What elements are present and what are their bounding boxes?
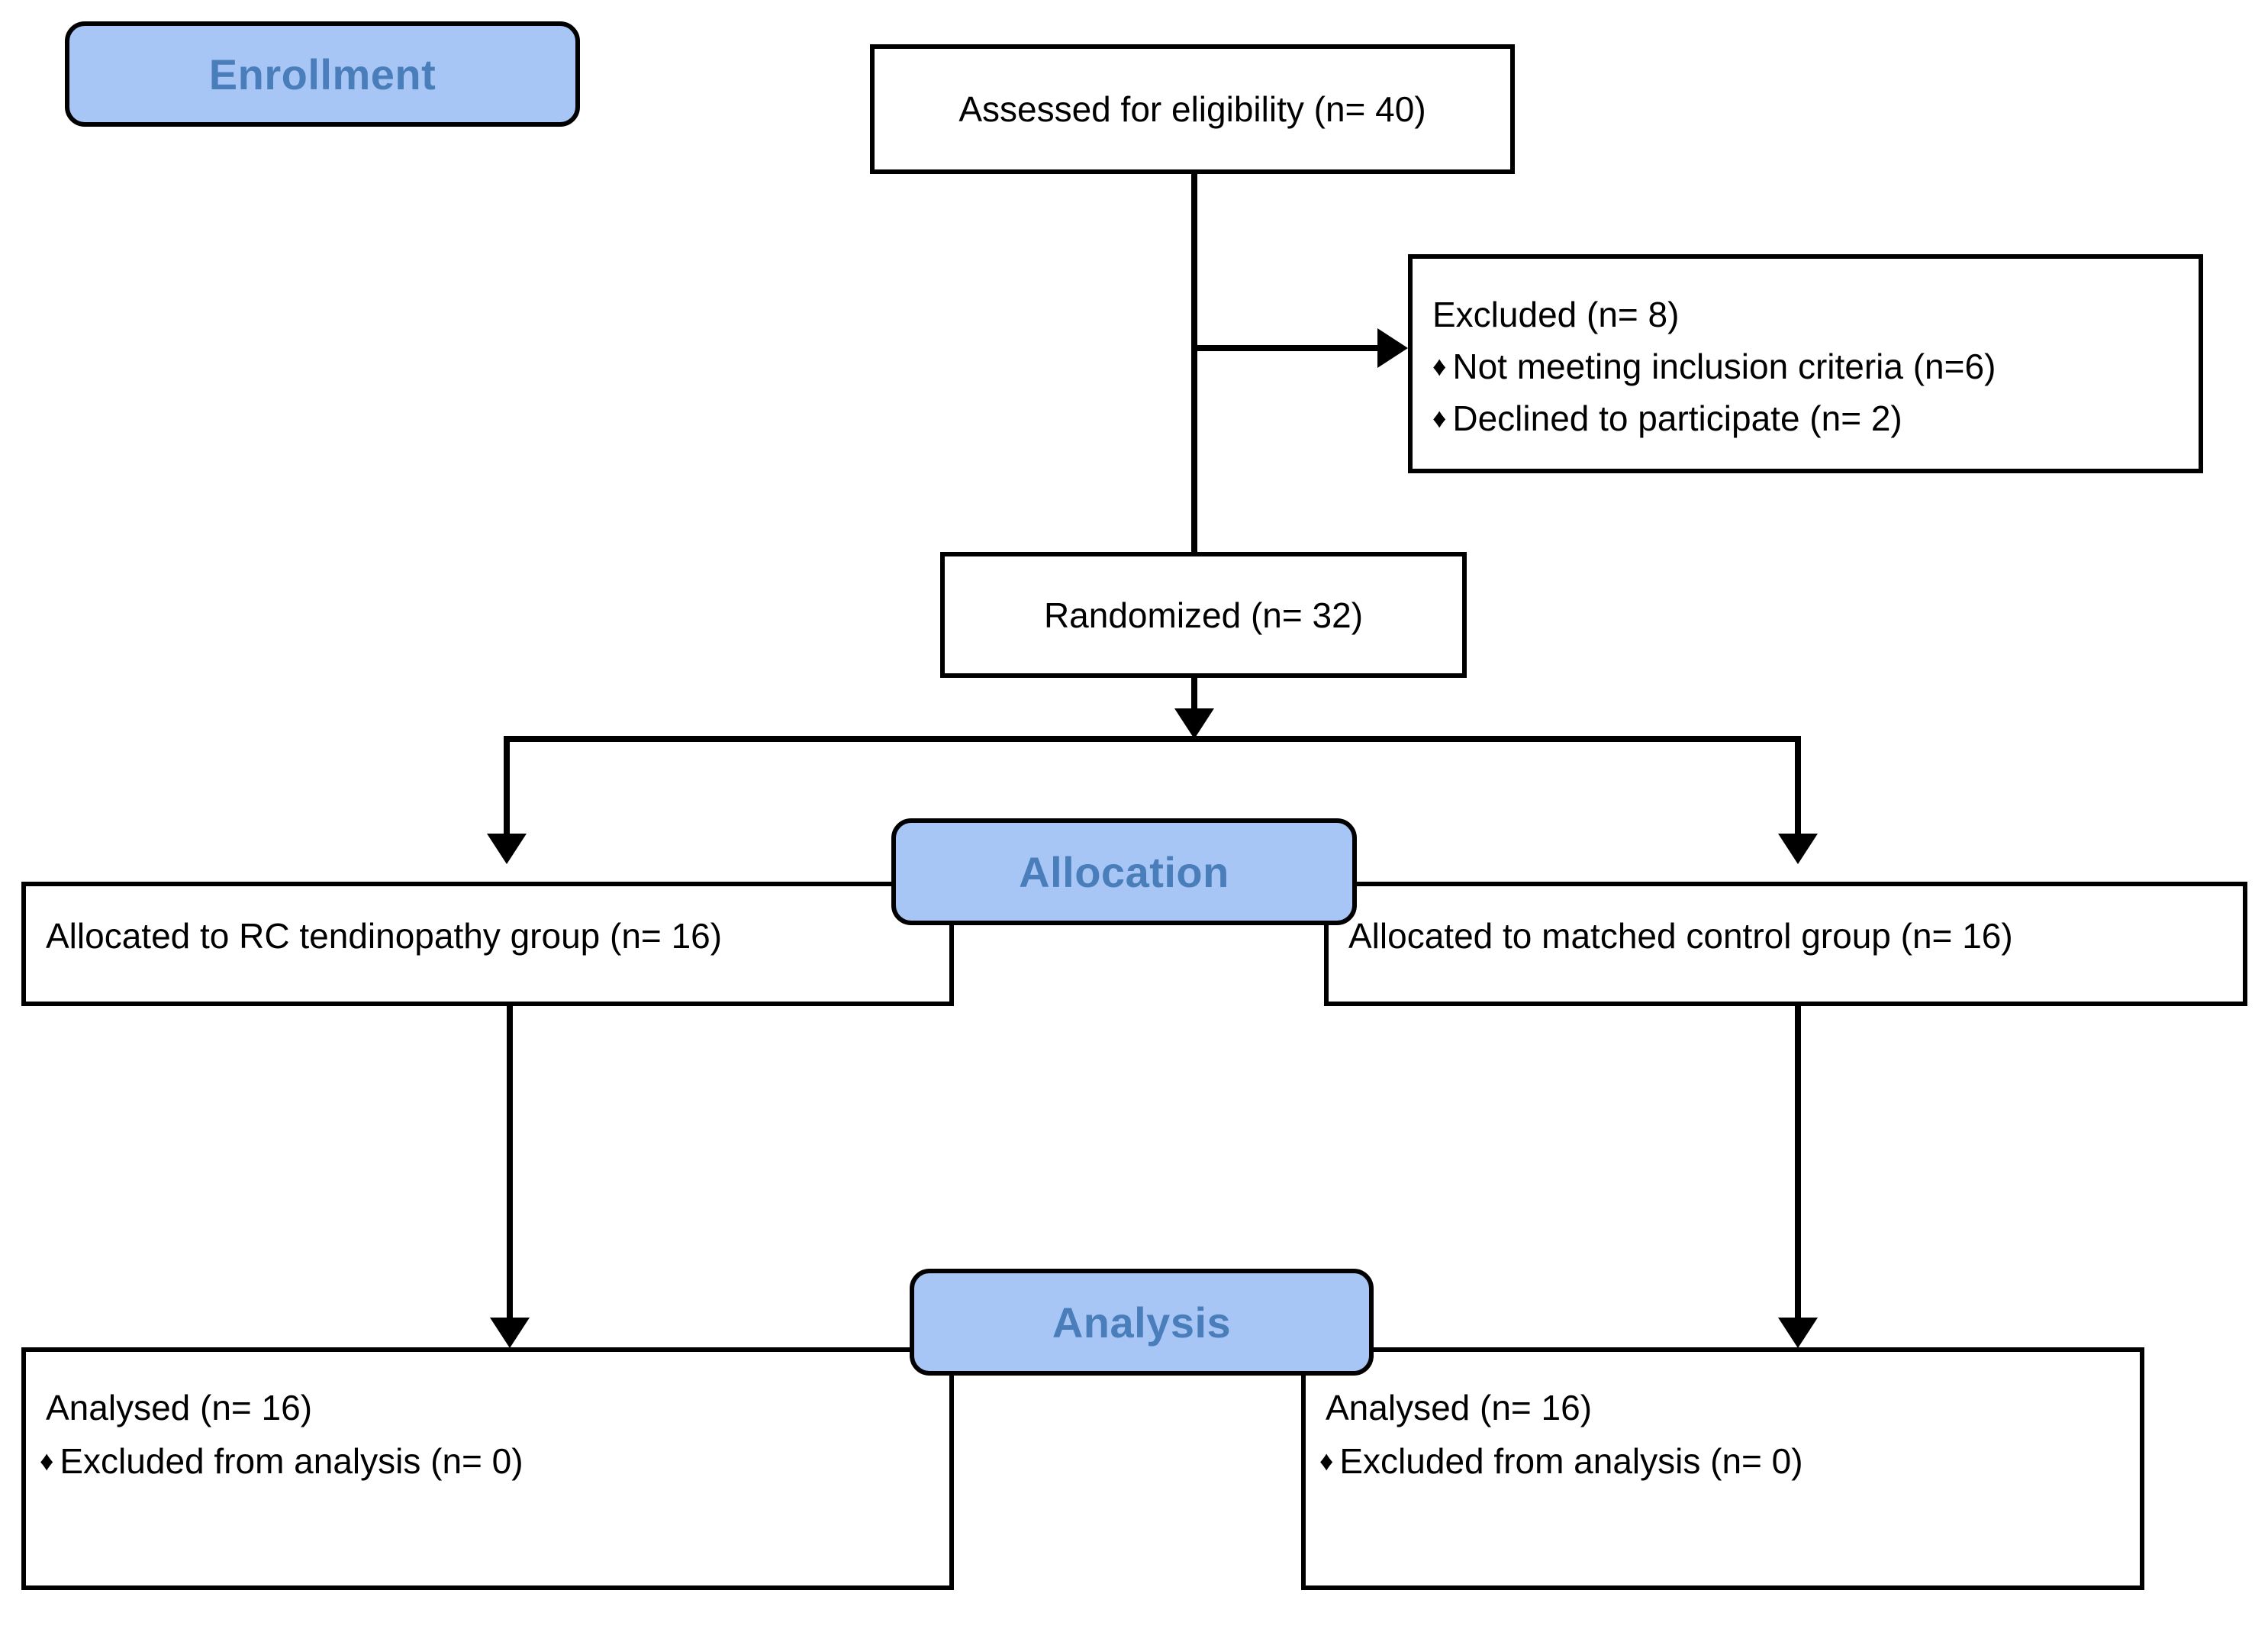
node-excluded-bullet-1: ♦Not meeting inclusion criteria (n=6) xyxy=(1413,343,2199,391)
bullet-icon: ♦ xyxy=(40,1445,54,1476)
node-randomized: Randomized (n= 32) xyxy=(940,552,1467,678)
node-analysed-right-bullet-1: ♦Excluded from analysis (n= 0) xyxy=(1306,1437,2140,1485)
node-analysed-left-bullet-1: ♦Excluded from analysis (n= 0) xyxy=(26,1437,949,1485)
node-analysed-left-heading: Analysed (n= 16) xyxy=(46,1388,313,1427)
arrow-down-icon xyxy=(487,834,527,864)
node-excluded-bullet-1-text: Not meeting inclusion criteria (n=6) xyxy=(1452,347,1996,386)
node-analysed-rc-tendinopathy: Analysed (n= 16) ♦Excluded from analysis… xyxy=(21,1347,954,1590)
connector-split-bar xyxy=(504,736,1801,742)
arrow-down-icon xyxy=(1174,708,1214,739)
stage-badge-enrollment: Enrollment xyxy=(65,21,580,127)
stage-badge-analysis-label: Analysis xyxy=(1052,1298,1232,1347)
stage-badge-allocation-label: Allocation xyxy=(1019,847,1229,896)
stage-badge-analysis: Analysis xyxy=(910,1269,1374,1376)
node-excluded-heading: Excluded (n= 8) xyxy=(1432,295,1680,334)
node-analysed-right-heading: Analysed (n= 16) xyxy=(1326,1388,1593,1427)
node-analysed-matched-control: Analysed (n= 16) ♦Excluded from analysis… xyxy=(1301,1347,2144,1590)
node-randomized-text: Randomized (n= 32) xyxy=(1043,595,1364,635)
connector-left-allocation-to-analysis xyxy=(507,1006,513,1321)
bullet-icon: ♦ xyxy=(1432,350,1447,382)
connector-right-allocation-to-analysis xyxy=(1795,1006,1801,1321)
node-allocated-matched-control: Allocated to matched control group (n= 1… xyxy=(1324,882,2247,1006)
node-excluded-bullet-2: ♦Declined to participate (n= 2) xyxy=(1413,395,2199,443)
connector-assessed-to-randomized xyxy=(1191,174,1197,568)
arrow-down-icon xyxy=(1778,834,1818,864)
arrow-down-icon xyxy=(1778,1318,1818,1348)
arrow-down-icon xyxy=(490,1318,530,1348)
node-allocated-left-text: Allocated to RC tendinopathy group (n= 1… xyxy=(46,916,723,956)
node-allocated-right-text: Allocated to matched control group (n= 1… xyxy=(1348,916,2013,956)
arrow-right-icon xyxy=(1377,328,1408,368)
node-analysed-left-bullet-1-text: Excluded from analysis (n= 0) xyxy=(60,1441,524,1481)
bullet-icon: ♦ xyxy=(1319,1445,1334,1476)
node-analysed-right-bullet-1-text: Excluded from analysis (n= 0) xyxy=(1339,1441,1803,1481)
bullet-icon: ♦ xyxy=(1432,402,1447,434)
node-excluded-bullet-2-text: Declined to participate (n= 2) xyxy=(1452,398,1902,438)
node-assessed-text: Assessed for eligibility (n= 40) xyxy=(958,89,1426,129)
node-excluded: Excluded (n= 8) ♦Not meeting inclusion c… xyxy=(1408,254,2203,473)
stage-badge-allocation: Allocation xyxy=(891,818,1357,925)
connector-split-right-arm xyxy=(1795,736,1801,834)
connector-split-left-arm xyxy=(504,736,510,834)
connector-to-excluded xyxy=(1191,345,1382,351)
connector-randomized-to-split xyxy=(1191,678,1197,711)
node-allocated-rc-tendinopathy: Allocated to RC tendinopathy group (n= 1… xyxy=(21,882,954,1006)
node-assessed-for-eligibility: Assessed for eligibility (n= 40) xyxy=(870,44,1515,174)
stage-badge-enrollment-label: Enrollment xyxy=(208,50,437,98)
